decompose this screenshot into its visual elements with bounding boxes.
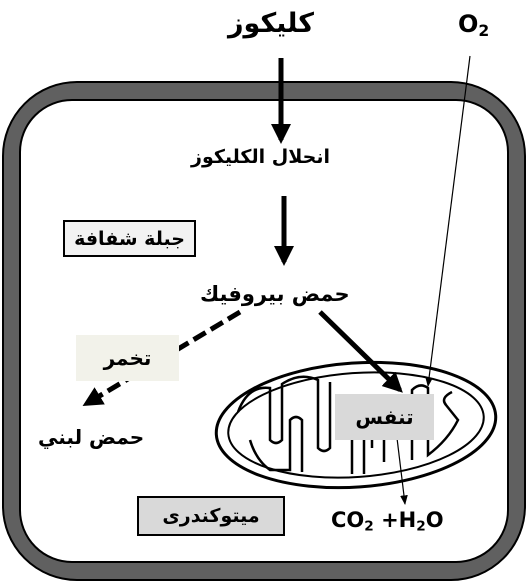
lactic-acid-label: حمض لبني [38, 425, 145, 449]
mitochondria-inner-membrane [227, 371, 485, 479]
oxygen-symbol: O [458, 10, 479, 38]
mitochondria-box: ميتوكندرى [137, 496, 285, 536]
glycolysis-label: انحلال الكليكوز [191, 146, 330, 168]
arrow-pyruvic-to-respiration [318, 310, 403, 393]
water-subscript: 2 [416, 518, 426, 535]
oxygen-subscript: 2 [478, 21, 490, 40]
products-label: CO2 +H2O [331, 508, 444, 534]
co2-symbol: CO [331, 508, 365, 532]
water-symbol: +H [373, 508, 417, 532]
co2-subscript: 2 [364, 518, 374, 535]
respiration-box: تنفس [335, 394, 434, 440]
arrow-oxygen-to-mitochondria [425, 55, 471, 387]
fermentation-box: تخمر [76, 335, 179, 381]
pyruvic-acid-label: حمض بيروفيك [200, 282, 350, 306]
oxygen-label: O2 [458, 10, 489, 40]
water-oxygen-symbol: O [425, 508, 444, 532]
cytoplasm-box: جبلة شفافة [63, 220, 196, 257]
glucose-label: كليكوز [228, 8, 314, 39]
arrow-respiration-to-products [396, 437, 408, 505]
